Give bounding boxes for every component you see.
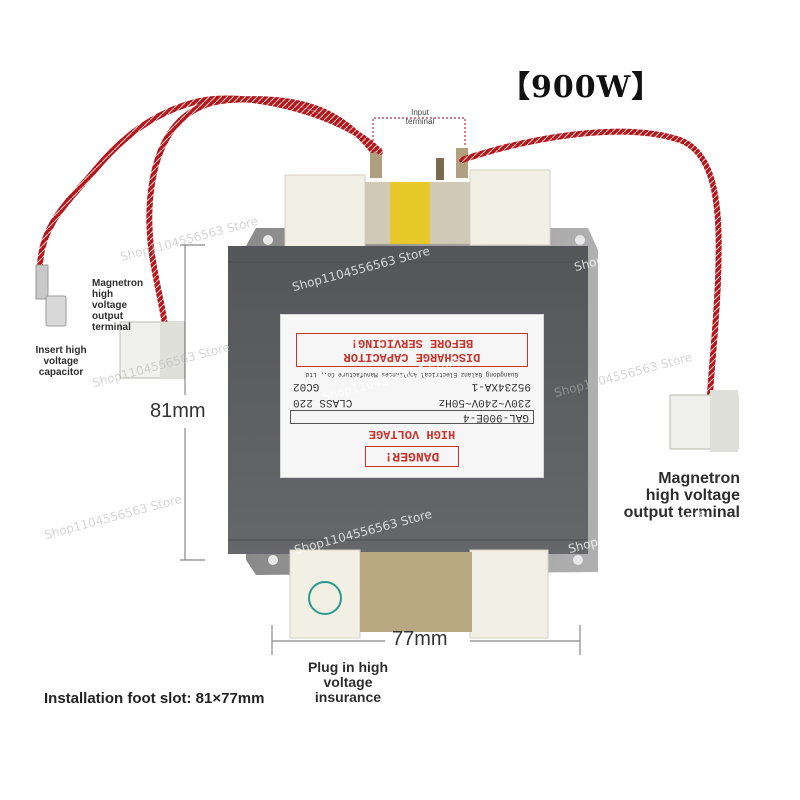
left-connector	[119, 321, 185, 379]
label-line: Magnetron	[658, 470, 740, 487]
label-line: terminal	[92, 322, 131, 333]
danger-box: DANGER!	[365, 446, 459, 467]
label-line: voltage	[92, 300, 128, 311]
insert-capacitor-label: Insert high voltage capacitor	[26, 345, 96, 378]
label-line: capacitor	[38, 367, 84, 378]
part-number: 95234XA-1	[471, 380, 531, 392]
width-dimension-label: 77mm	[392, 628, 448, 650]
nameplate-content: DANGER! HIGH VOLTAGE GAL-900E-4 230V~240…	[281, 315, 543, 477]
warning-nameplate: DANGER! HIGH VOLTAGE GAL-900E-4 230V~240…	[280, 314, 544, 478]
label-line: insurance	[314, 689, 382, 705]
input-terminals	[370, 148, 468, 180]
bottom-bobbin	[289, 549, 549, 639]
input-bracket	[372, 117, 466, 145]
label-line: output terminal	[623, 504, 740, 521]
right-connector	[669, 390, 739, 452]
model-number: GAL-900E-4	[290, 410, 534, 424]
label-line: terminal	[405, 117, 435, 126]
label-line: Input	[411, 108, 429, 117]
width-dimension-line	[271, 625, 581, 655]
high-voltage-box: HIGH VOLTAGE	[368, 427, 456, 441]
capacitor-terminal	[35, 264, 67, 327]
top-bobbin	[284, 169, 551, 248]
label-line: output	[92, 311, 124, 322]
label-line: high voltage	[645, 487, 740, 504]
label-line: Plug in high	[307, 659, 389, 675]
height-dimension-line	[180, 244, 205, 561]
label-line: high	[92, 289, 114, 300]
height-dimension-label: 81mm	[150, 400, 206, 422]
plug-insurance-label: Plug in high voltage insurance	[300, 660, 396, 705]
label-line: Insert high	[35, 345, 87, 356]
code-text: GC02	[293, 380, 320, 392]
input-terminal-label: Input terminal	[392, 108, 448, 126]
magnetron-right-label: Magnetron high voltage output terminal	[600, 470, 740, 521]
installation-note: Installation foot slot: 81×77mm	[44, 690, 265, 707]
discharge-text: DISCHARGE CAPACITOR	[343, 350, 481, 364]
label-line: voltage	[323, 674, 373, 690]
before-servicing-text: BEFORE SERVICING!	[350, 336, 474, 350]
red-wires	[37, 95, 722, 398]
label-line: Magnetron	[92, 278, 144, 289]
discharge-box: DISCHARGE CAPACITOR BEFORE SERVICING!	[296, 333, 528, 367]
label-line: voltage	[43, 356, 79, 367]
rating-text: 230V~240V~50Hz	[438, 396, 531, 408]
power-badge: 【900W】	[500, 70, 663, 105]
magnetron-left-label: Magnetron high voltage output terminal	[92, 278, 143, 333]
